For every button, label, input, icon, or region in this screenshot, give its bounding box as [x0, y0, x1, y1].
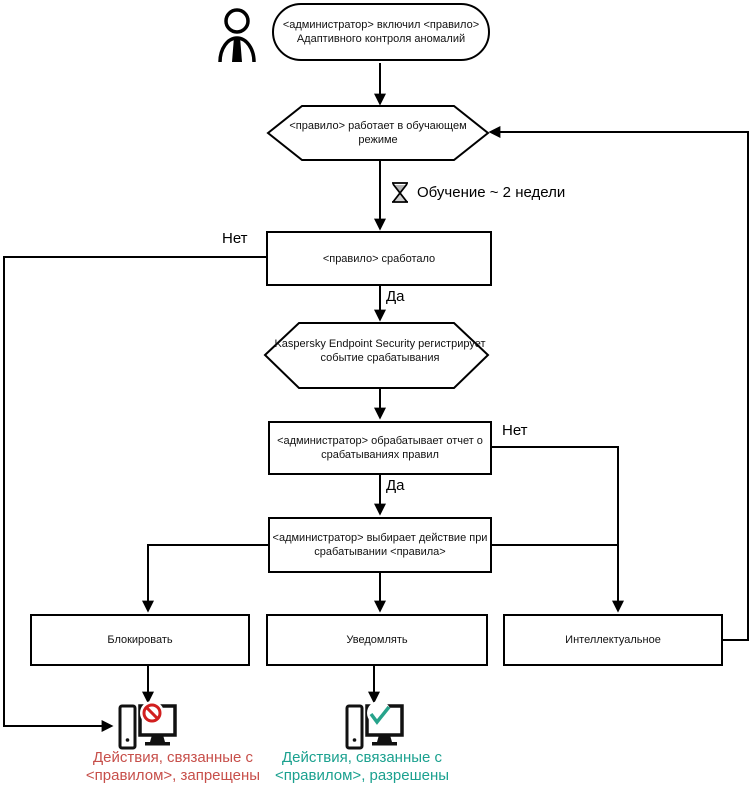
- allowed-computer-icon: [345, 701, 404, 750]
- label-yes-top: Да: [386, 288, 405, 305]
- action-notify-text: Уведомлять: [346, 634, 408, 646]
- node-kes-registers-hexagon: [263, 322, 490, 389]
- outcome-denied-text: Действия, связанные с <правилом>, запрещ…: [53, 749, 293, 785]
- outcome-allowed-text: Действия, связанные с <правилом>, разреш…: [242, 749, 482, 785]
- label-no-right: Нет: [502, 422, 528, 439]
- node-action-block: Блокировать: [30, 614, 250, 666]
- node-start: <администратор> включил <правило> Адапти…: [272, 3, 490, 61]
- node-kes-registers-text: Kaspersky Endpoint Security регистрирует…: [272, 328, 488, 374]
- node-admin-selects-action: <администратор> выбирает действие при ср…: [268, 517, 492, 573]
- node-admin-processes-report: <администратор> обрабатывает отчет о сра…: [268, 421, 492, 475]
- node-training-mode-text: <правило> работает в обучающем режиме: [283, 112, 473, 154]
- admin-selects-line2: срабатывании <правила>: [314, 546, 446, 558]
- training-mode-line1: <правило> работает в обучающем: [289, 120, 467, 132]
- action-block-text: Блокировать: [107, 634, 173, 646]
- user-icon: [218, 8, 256, 63]
- node-start-line2: Адаптивного контроля аномалий: [296, 33, 466, 45]
- training-duration-label: Обучение ~ 2 недели: [417, 184, 566, 201]
- check-icon: [369, 705, 391, 725]
- connector-no-left-loop: [3, 256, 266, 732]
- kes-registers-line2: событие срабатывания: [320, 352, 440, 364]
- node-start-line1: <администратор> включил <правило>: [282, 19, 480, 31]
- action-smart-text: Интеллектуальное: [565, 634, 661, 646]
- node-rule-triggered: <правило> сработало: [266, 231, 492, 286]
- connectors: [3, 63, 749, 732]
- kes-registers-line1: Kaspersky Endpoint Security регистрирует: [274, 338, 486, 350]
- connector-select-to-block: [142, 544, 268, 613]
- training-mode-line2: режиме: [358, 134, 398, 146]
- outcome-denied-line2: <правилом>, запрещены: [85, 767, 261, 784]
- node-action-notify: Уведомлять: [266, 614, 488, 666]
- admin-selects-line1: <администратор> выбирает действие при: [272, 532, 488, 544]
- rule-triggered-text: <правило> сработало: [322, 252, 436, 265]
- admin-report-line1: <администратор> обрабатывает отчет о: [277, 435, 483, 447]
- hourglass-icon: [392, 182, 408, 203]
- admin-report-line2: срабатываниях правил: [321, 449, 439, 461]
- node-action-smart: Интеллектуальное: [503, 614, 723, 666]
- outcome-allowed-line1: Действия, связанные с: [281, 749, 443, 766]
- label-no-left: Нет: [222, 230, 248, 247]
- outcome-denied-line1: Действия, связанные с: [92, 749, 254, 766]
- connector-smart-feedback-loop: [488, 126, 749, 641]
- connector-no-right-to-smart: [492, 446, 624, 613]
- label-yes-bottom: Да: [386, 477, 405, 494]
- blocked-computer-icon: [118, 701, 177, 750]
- node-training-mode-hexagon: [266, 105, 490, 161]
- outcome-allowed-line2: <правилом>, разрешены: [274, 767, 450, 784]
